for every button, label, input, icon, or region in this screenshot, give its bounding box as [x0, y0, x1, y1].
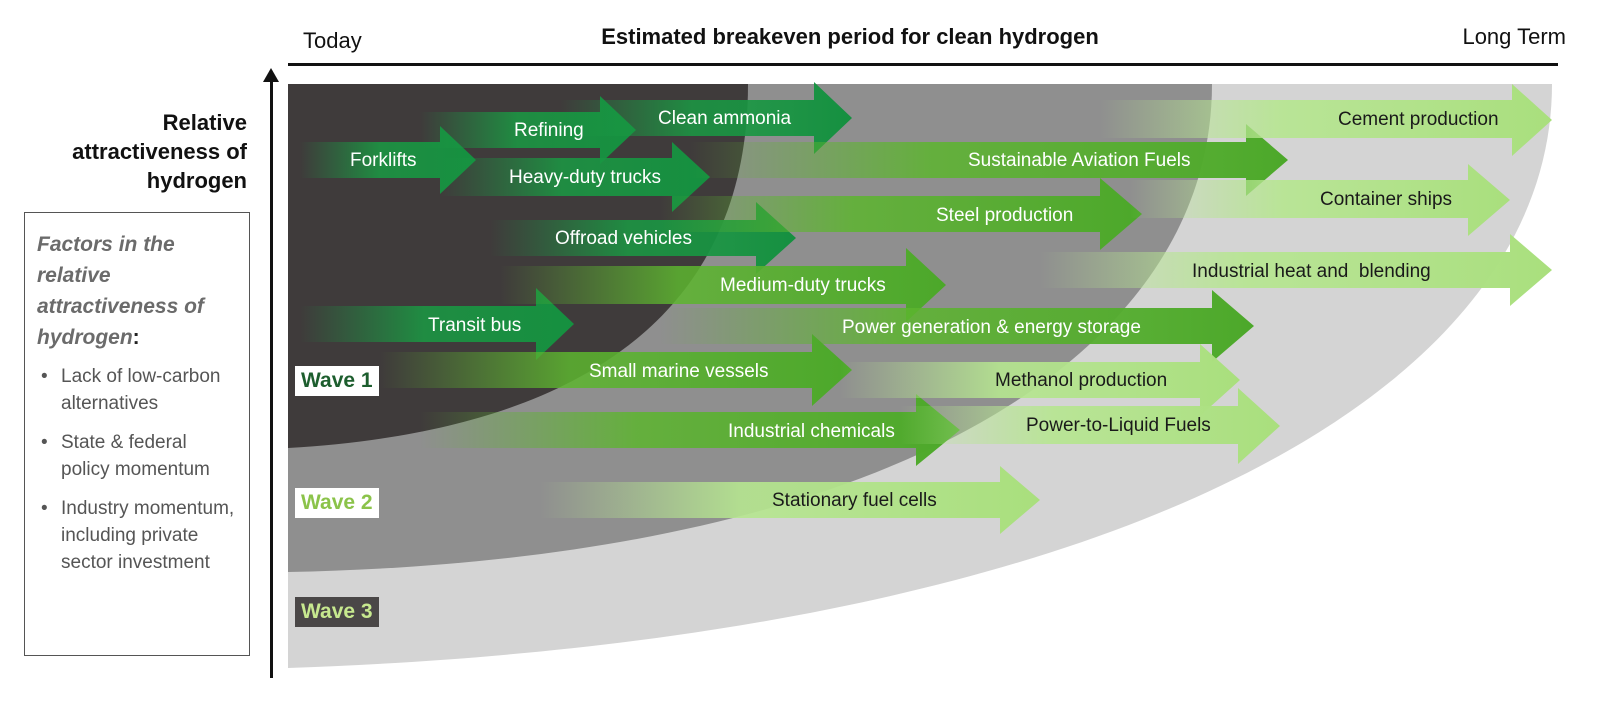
yaxis-title: Relative attractiveness of hydrogen — [72, 110, 247, 193]
arrow-methanol-production — [840, 344, 1240, 416]
header-long-term-label: Long Term — [1462, 24, 1566, 49]
diagram-title: Estimated breakeven period for clean hyd… — [601, 24, 1099, 49]
label-container-ships: Container ships — [1320, 189, 1453, 210]
factors-title: Factors in the relative attractiveness o… — [37, 229, 237, 353]
label-power-to-liquid: Power-to-Liquid Fuels — [1026, 415, 1211, 436]
arrow-power-generation — [660, 290, 1254, 362]
arrow-container-ships — [1130, 164, 1510, 236]
wave3-label: Wave 3 — [295, 597, 379, 627]
wave2-label: Wave 2 — [295, 488, 379, 518]
label-transit-bus: Transit bus — [428, 315, 522, 336]
arrow-industrial-chemicals — [420, 394, 960, 466]
label-power-generation: Power generation & energy storage — [842, 317, 1141, 338]
factor-item: Lack of low-carbon alternatives — [37, 363, 237, 417]
arrow-power-to-liquid — [900, 388, 1280, 464]
factors-list: Lack of low-carbon alternatives State & … — [37, 363, 237, 576]
arrow-clean-ammonia — [560, 82, 852, 154]
arrow-small-marine-vessels — [380, 334, 852, 406]
arrow-transit-bus — [300, 288, 574, 360]
axis-arrowhead-icon — [263, 68, 279, 82]
factors-title-colon: : — [132, 326, 140, 349]
wave1-label: Wave 1 — [295, 366, 379, 396]
arrow-stationary-fuel-cells — [540, 466, 1040, 534]
arrow-sustainable-aviation-fuels — [690, 124, 1288, 196]
label-industrial-heat: Industrial heat and blending — [1192, 261, 1431, 282]
label-medium-duty-trucks: Medium-duty trucks — [720, 275, 886, 296]
label-refining: Refining — [514, 120, 584, 141]
label-forklifts: Forklifts — [350, 150, 417, 171]
factor-item: State & federal policy momentum — [37, 429, 237, 483]
arrow-heavy-duty-trucks — [440, 142, 710, 212]
label-heavy-duty-trucks: Heavy-duty trucks — [509, 167, 662, 188]
label-methanol-production: Methanol production — [995, 370, 1168, 391]
arrow-industrial-heat — [1040, 234, 1552, 306]
label-cement-production: Cement production — [1338, 109, 1499, 130]
time-axis-line — [288, 63, 1558, 66]
label-clean-ammonia: Clean ammonia — [658, 108, 792, 129]
label-industrial-chemicals: Industrial chemicals — [728, 421, 895, 442]
arrow-steel-production — [660, 178, 1142, 250]
label-sustainable-aviation-fuels: Sustainable Aviation Fuels — [968, 150, 1191, 171]
attractiveness-axis-line — [270, 80, 273, 678]
label-small-marine-vessels: Small marine vessels — [589, 361, 769, 382]
factors-box: Factors in the relative attractiveness o… — [24, 212, 250, 656]
header-today-label: Today — [303, 28, 362, 53]
label-offroad-vehicles: Offroad vehicles — [555, 228, 692, 249]
label-stationary-fuel-cells: Stationary fuel cells — [772, 490, 937, 511]
arrow-medium-duty-trucks — [500, 248, 946, 322]
arrow-cement-production — [1100, 84, 1552, 156]
factor-item: Industry momentum, including private sec… — [37, 495, 237, 576]
label-steel-production: Steel production — [936, 205, 1074, 226]
factors-title-text: Factors in the relative attractiveness o… — [37, 233, 204, 349]
